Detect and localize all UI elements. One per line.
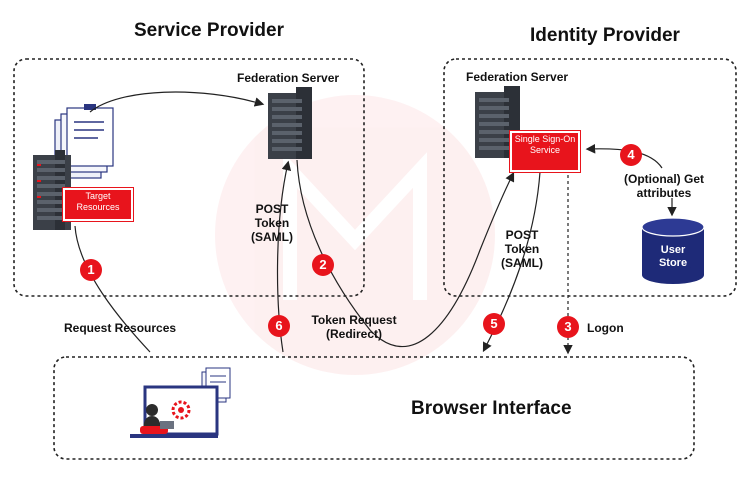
identity-provider-box	[443, 58, 737, 297]
browser-interface-box	[53, 356, 695, 460]
target-resources-box: Target Resources	[63, 188, 133, 221]
target-documents-icon	[54, 104, 114, 179]
step-6-label: POST Token (SAML)	[251, 202, 293, 244]
step-4-label: (Optional) Get attributes	[624, 172, 704, 200]
step-2-label: Token Request (Redirect)	[311, 313, 397, 341]
step-3-badge: 3	[557, 316, 579, 338]
step-1-badge: 1	[80, 259, 102, 281]
laptop-user-illustration	[130, 367, 231, 438]
service-provider-title: Service Provider	[134, 20, 284, 41]
service-provider-box	[13, 58, 365, 297]
sso-service-box: Single Sign-On Service	[510, 131, 580, 172]
user-store-label: User Store	[658, 244, 688, 269]
connector-step-2	[296, 159, 515, 348]
user-store-icon	[641, 217, 705, 284]
browser-interface-title: Browser Interface	[411, 398, 572, 419]
step-3-label: Logon	[587, 321, 624, 335]
idp-federation-server-label: Federation Server	[466, 70, 569, 84]
step-4-badge: 4	[620, 144, 642, 166]
step-5-label: POST Token (SAML)	[501, 228, 543, 270]
sp-federation-server-icon	[268, 87, 312, 159]
identity-provider-title: Identity Provider	[530, 25, 680, 46]
step-1-label: Request Resources	[64, 321, 177, 335]
connector-step-1	[74, 225, 151, 353]
step-2-badge: 2	[312, 254, 334, 276]
sp-federation-server-label: Federation Server	[237, 71, 340, 85]
step-5-badge: 5	[483, 313, 505, 335]
step-6-badge: 6	[268, 315, 290, 337]
connector-target-to-federation	[89, 91, 265, 113]
